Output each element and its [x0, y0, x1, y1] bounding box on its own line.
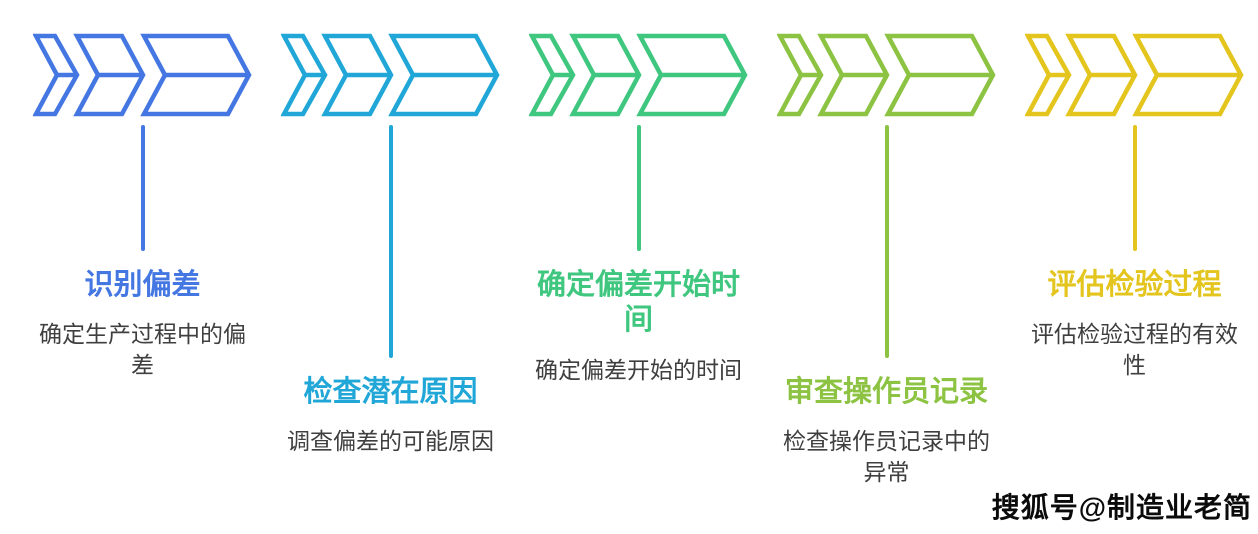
step-text: 检查潜在原因 调查偏差的可能原因: [279, 375, 503, 457]
step-text: 确定偏差开始时间 确定偏差开始的时间: [527, 268, 751, 385]
step-text: 评估检验过程 评估检验过程的有效性: [1023, 268, 1247, 380]
chevron-arrows-icon: [281, 33, 500, 117]
step-description: 评估检验过程的有效性: [1031, 321, 1238, 378]
step-text: 审查操作员记录 检查操作员记录中的异常: [775, 375, 999, 487]
connector-line: [884, 125, 889, 358]
step-title: 确定偏差开始时间: [536, 269, 740, 337]
step-title: 识别偏差: [84, 269, 201, 301]
watermark: 搜狐号@制造业老简: [991, 492, 1252, 523]
step-title: 审查操作员记录: [784, 376, 988, 408]
step-description: 确定生产过程中的偏差: [39, 321, 246, 378]
chevron-arrows-icon: [33, 33, 252, 117]
step-title: 检查潜在原因: [303, 376, 478, 408]
connector-line: [388, 125, 393, 358]
step-text: 识别偏差 确定生产过程中的偏差: [31, 268, 255, 380]
process-step-3: 确定偏差开始时间 确定偏差开始的时间: [527, 33, 751, 383]
chevron-arrows-icon: [529, 33, 748, 117]
step-description: 确定偏差开始的时间: [535, 356, 742, 383]
chevron-arrows-icon: [1025, 33, 1244, 117]
chevron-arrows-icon: [777, 33, 996, 117]
step-title: 评估检验过程: [1047, 269, 1222, 301]
connector-line: [636, 125, 641, 251]
process-step-5: 评估检验过程 评估检验过程的有效性: [1023, 33, 1247, 378]
connector-line: [140, 125, 145, 251]
process-step-2: 检查潜在原因 调查偏差的可能原因: [279, 33, 503, 454]
step-description: 检查操作员记录中的异常: [783, 428, 990, 485]
step-description: 调查偏差的可能原因: [287, 428, 494, 455]
process-step-1: 识别偏差 确定生产过程中的偏差: [31, 33, 255, 378]
connector-line: [1132, 125, 1137, 251]
process-step-4: 审查操作员记录 检查操作员记录中的异常: [775, 33, 999, 485]
